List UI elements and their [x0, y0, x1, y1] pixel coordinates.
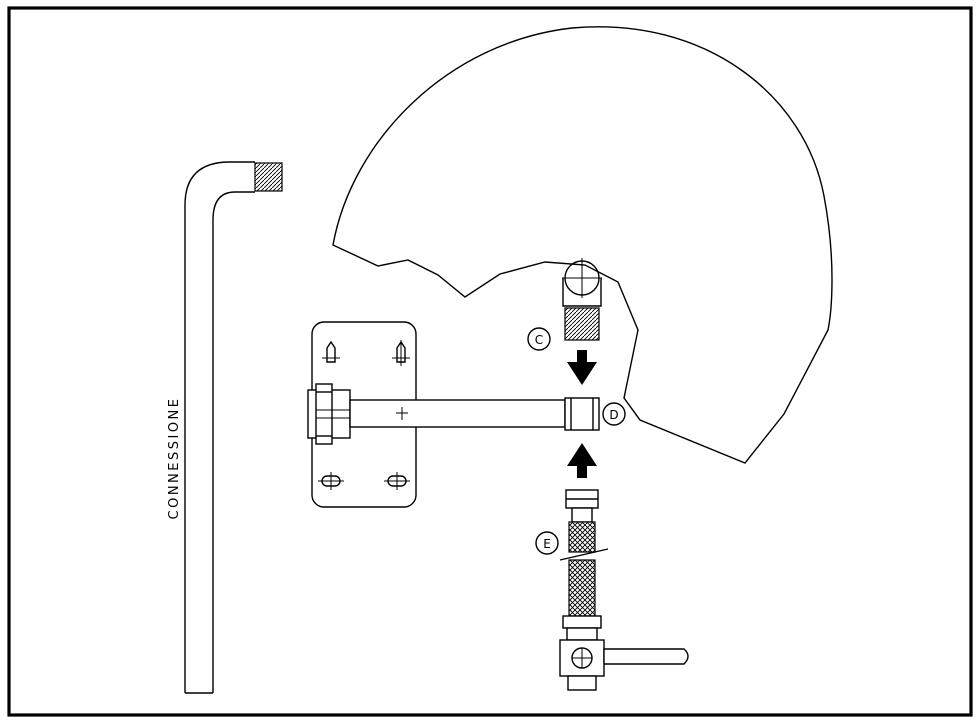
- braided-hose: [559, 489, 609, 641]
- fitting-c-thread: [564, 307, 600, 341]
- ball-valve: [559, 639, 689, 691]
- clamp-bracket: [307, 383, 351, 445]
- hose-braid-upper: [568, 521, 596, 553]
- keyhole-slot-left: [322, 340, 340, 363]
- coupling-d: [564, 397, 600, 431]
- callout-d: D: [602, 402, 626, 426]
- pipe-thread: [254, 162, 283, 192]
- keyhole-slot-right: [392, 340, 410, 366]
- diagram-frame: [7, 6, 973, 717]
- slot-hole-left: [318, 472, 344, 490]
- svg-text:C: C: [535, 333, 543, 347]
- fitting-c: [562, 258, 602, 341]
- callout-c: C: [527, 327, 551, 351]
- callout-e: E: [535, 531, 559, 555]
- slot-hole-right: [384, 472, 410, 490]
- svg-text:E: E: [543, 537, 551, 551]
- pipe-label: CONNESSIONE: [167, 397, 182, 520]
- horizontal-arm: [349, 399, 566, 428]
- svg-text:D: D: [609, 408, 618, 422]
- connection-pipe: [184, 161, 283, 694]
- helmet-outline: [332, 26, 833, 464]
- hose-braid-lower: [568, 559, 596, 617]
- arrow-up-icon: [567, 443, 597, 478]
- valve-lever: [603, 648, 689, 665]
- arrow-down-icon: [567, 350, 597, 385]
